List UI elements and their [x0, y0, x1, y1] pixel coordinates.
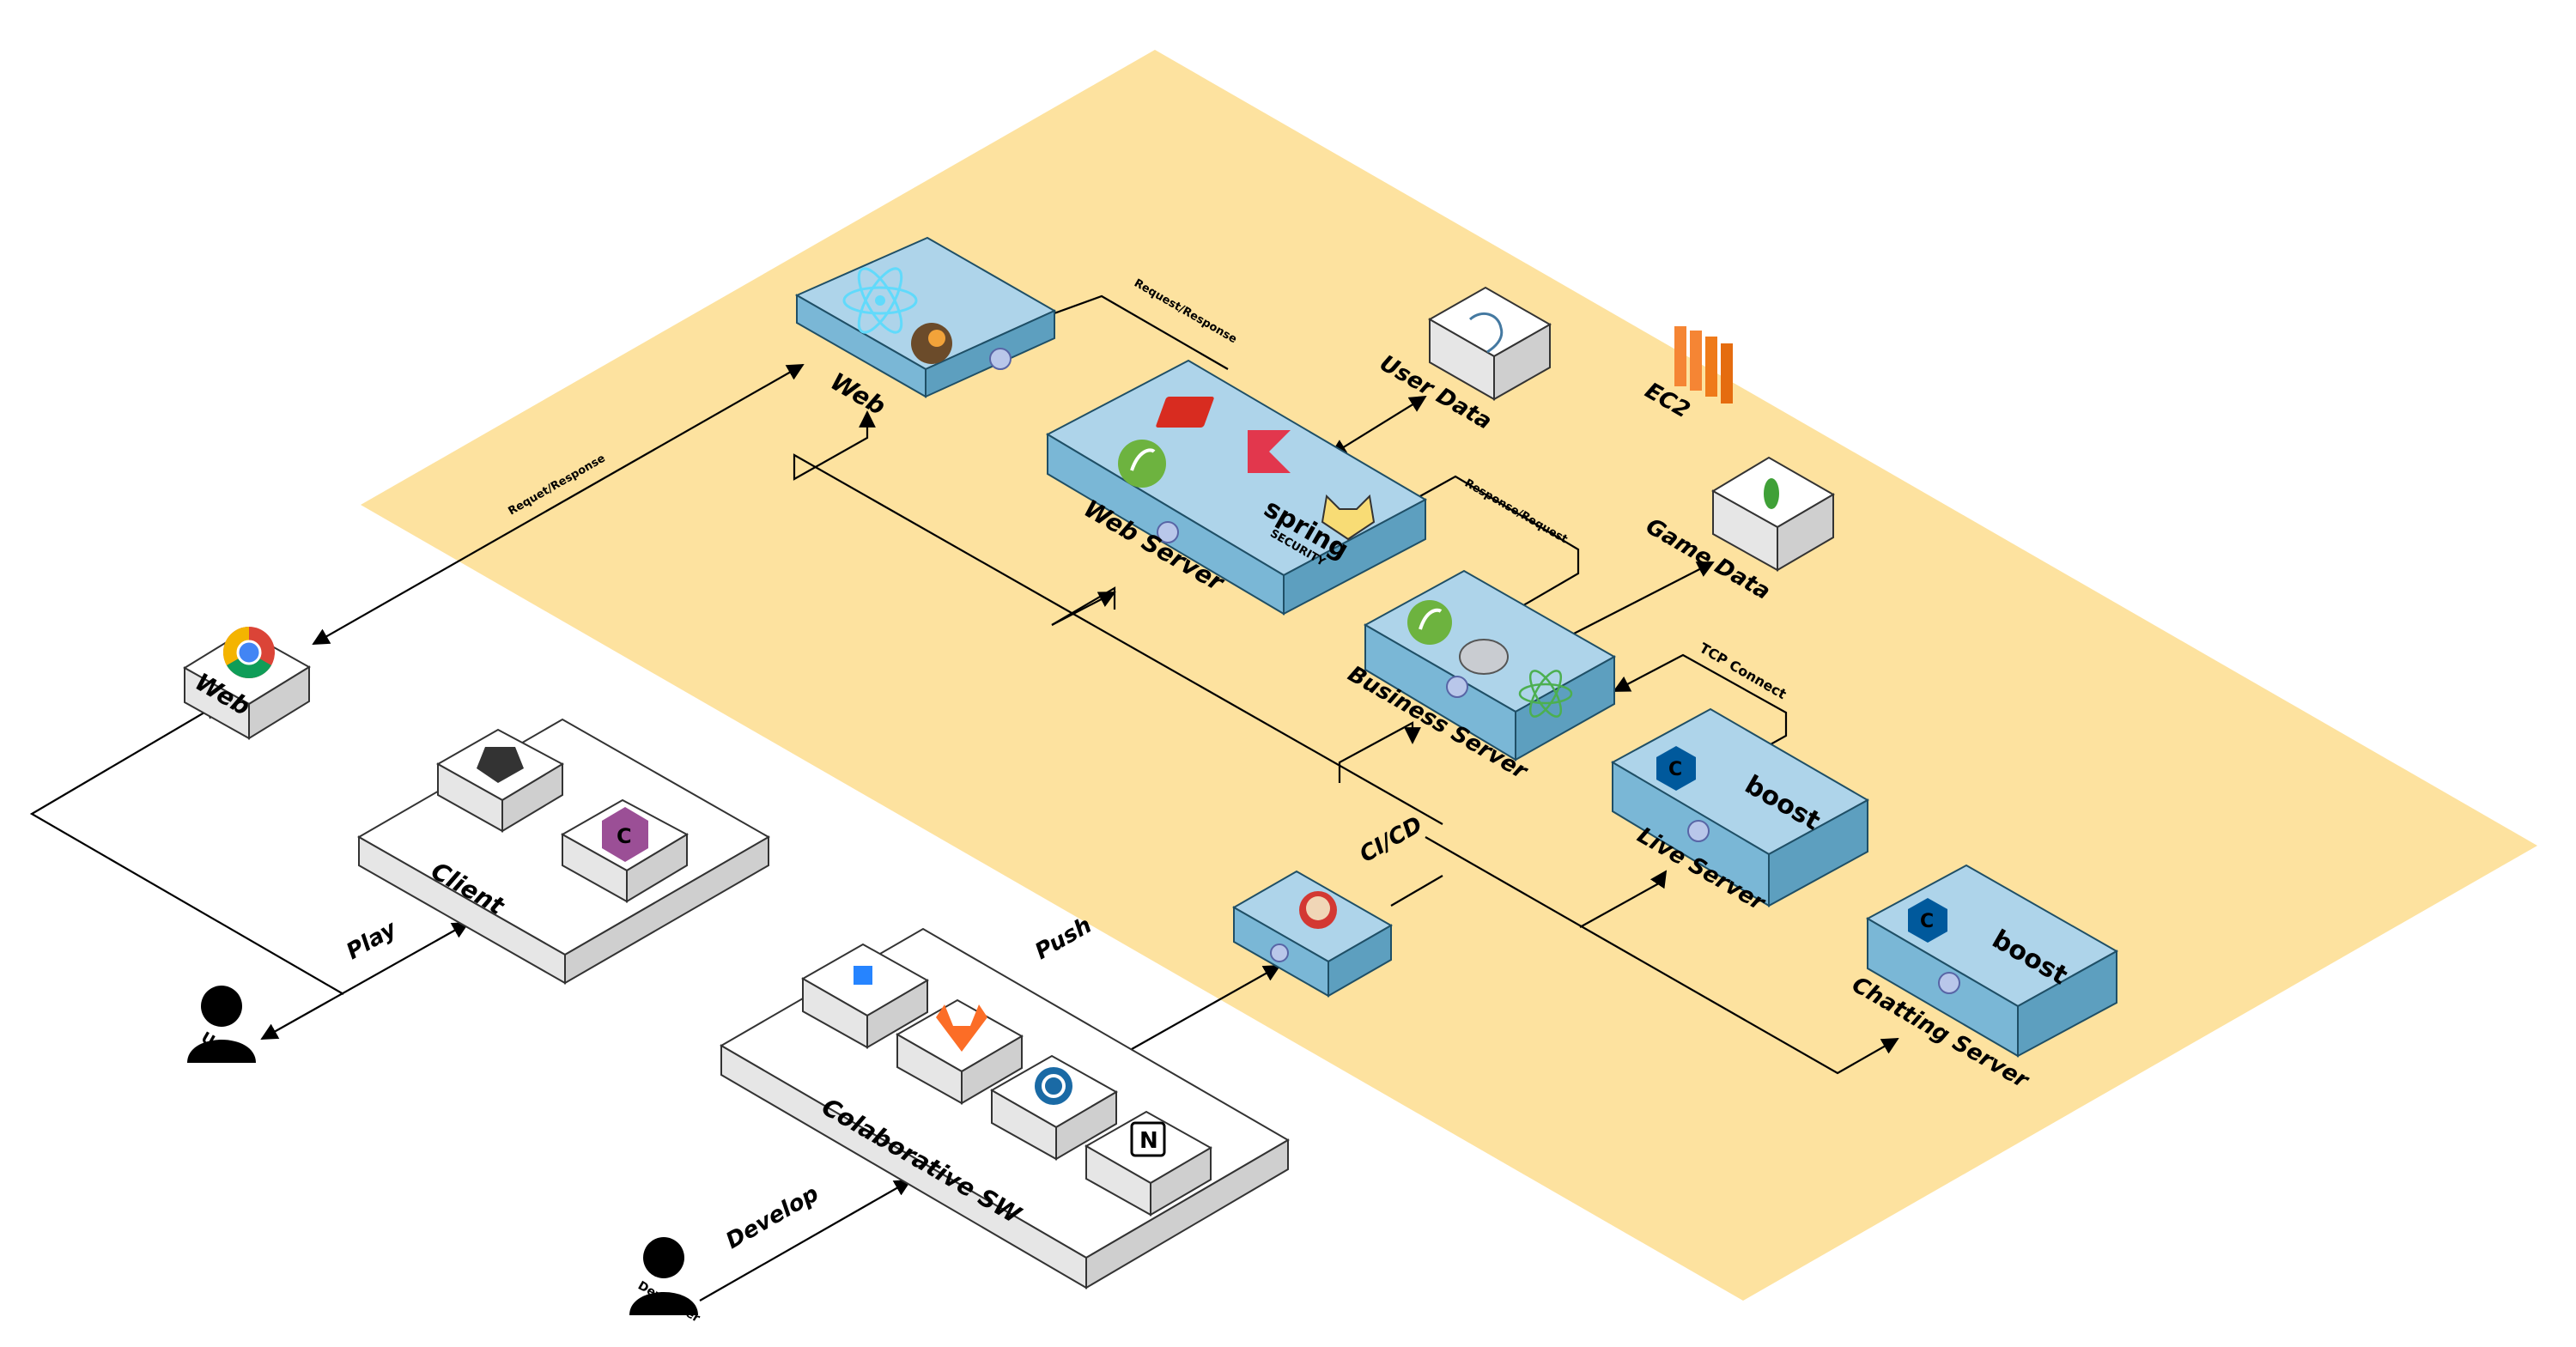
edge-label-develop: Develop	[722, 1180, 823, 1254]
client-node[interactable]: C Client	[356, 718, 771, 985]
browser-node[interactable]: Web	[183, 627, 311, 740]
mongodb-icon	[1764, 478, 1779, 509]
csharp-icon: C	[560, 798, 690, 903]
atom-icon	[1518, 670, 1573, 718]
spring-icon	[1407, 600, 1452, 645]
developer-icon: Developer	[629, 1237, 702, 1326]
gerrit-icon	[989, 1054, 1119, 1161]
gitlab-icon	[895, 998, 1024, 1105]
kotlin-icon	[1248, 430, 1291, 473]
edge-browser-web	[312, 364, 805, 645]
collab-node[interactable]: N Colaborative SW	[720, 927, 1290, 1289]
edge-user-client	[260, 922, 470, 1040]
docker-icon	[1938, 972, 1960, 994]
redis-icon	[1156, 397, 1214, 428]
jenkins-icon	[1299, 891, 1337, 929]
svg-text:C: C	[1920, 911, 1934, 932]
docker-icon	[1157, 521, 1179, 543]
edge-label-push: Push	[1031, 913, 1097, 965]
docker-icon	[989, 348, 1012, 370]
edge-collab-cicd	[1131, 965, 1281, 1050]
mysql-icon	[1468, 312, 1504, 354]
react-icon	[842, 267, 918, 334]
cpp-icon: C	[1656, 746, 1696, 791]
edge-cicd-web	[793, 410, 1443, 825]
edge-webserver-userdata	[1329, 395, 1427, 457]
edge-user-browser	[29, 702, 344, 995]
docker-icon	[1446, 676, 1468, 698]
docker-icon	[1270, 944, 1289, 962]
tomcat-icon	[1321, 494, 1376, 541]
spring-icon	[1118, 440, 1166, 488]
edge-label-play: Play	[343, 916, 402, 965]
unity-icon	[435, 728, 565, 833]
svg-text:N: N	[1139, 1128, 1158, 1154]
cpp-icon: C	[1908, 898, 1947, 943]
notion-icon: N	[1084, 1110, 1213, 1217]
jira-icon	[800, 943, 930, 1049]
hibernate-icon	[1459, 639, 1509, 675]
svg-text:C: C	[617, 824, 632, 848]
user-icon: User	[187, 986, 256, 1065]
kotlin-icon	[911, 323, 952, 364]
docker-icon	[1687, 820, 1710, 842]
svg-text:C: C	[1668, 759, 1682, 780]
edge-developer-collab	[699, 1180, 912, 1301]
chrome-icon	[222, 627, 275, 679]
